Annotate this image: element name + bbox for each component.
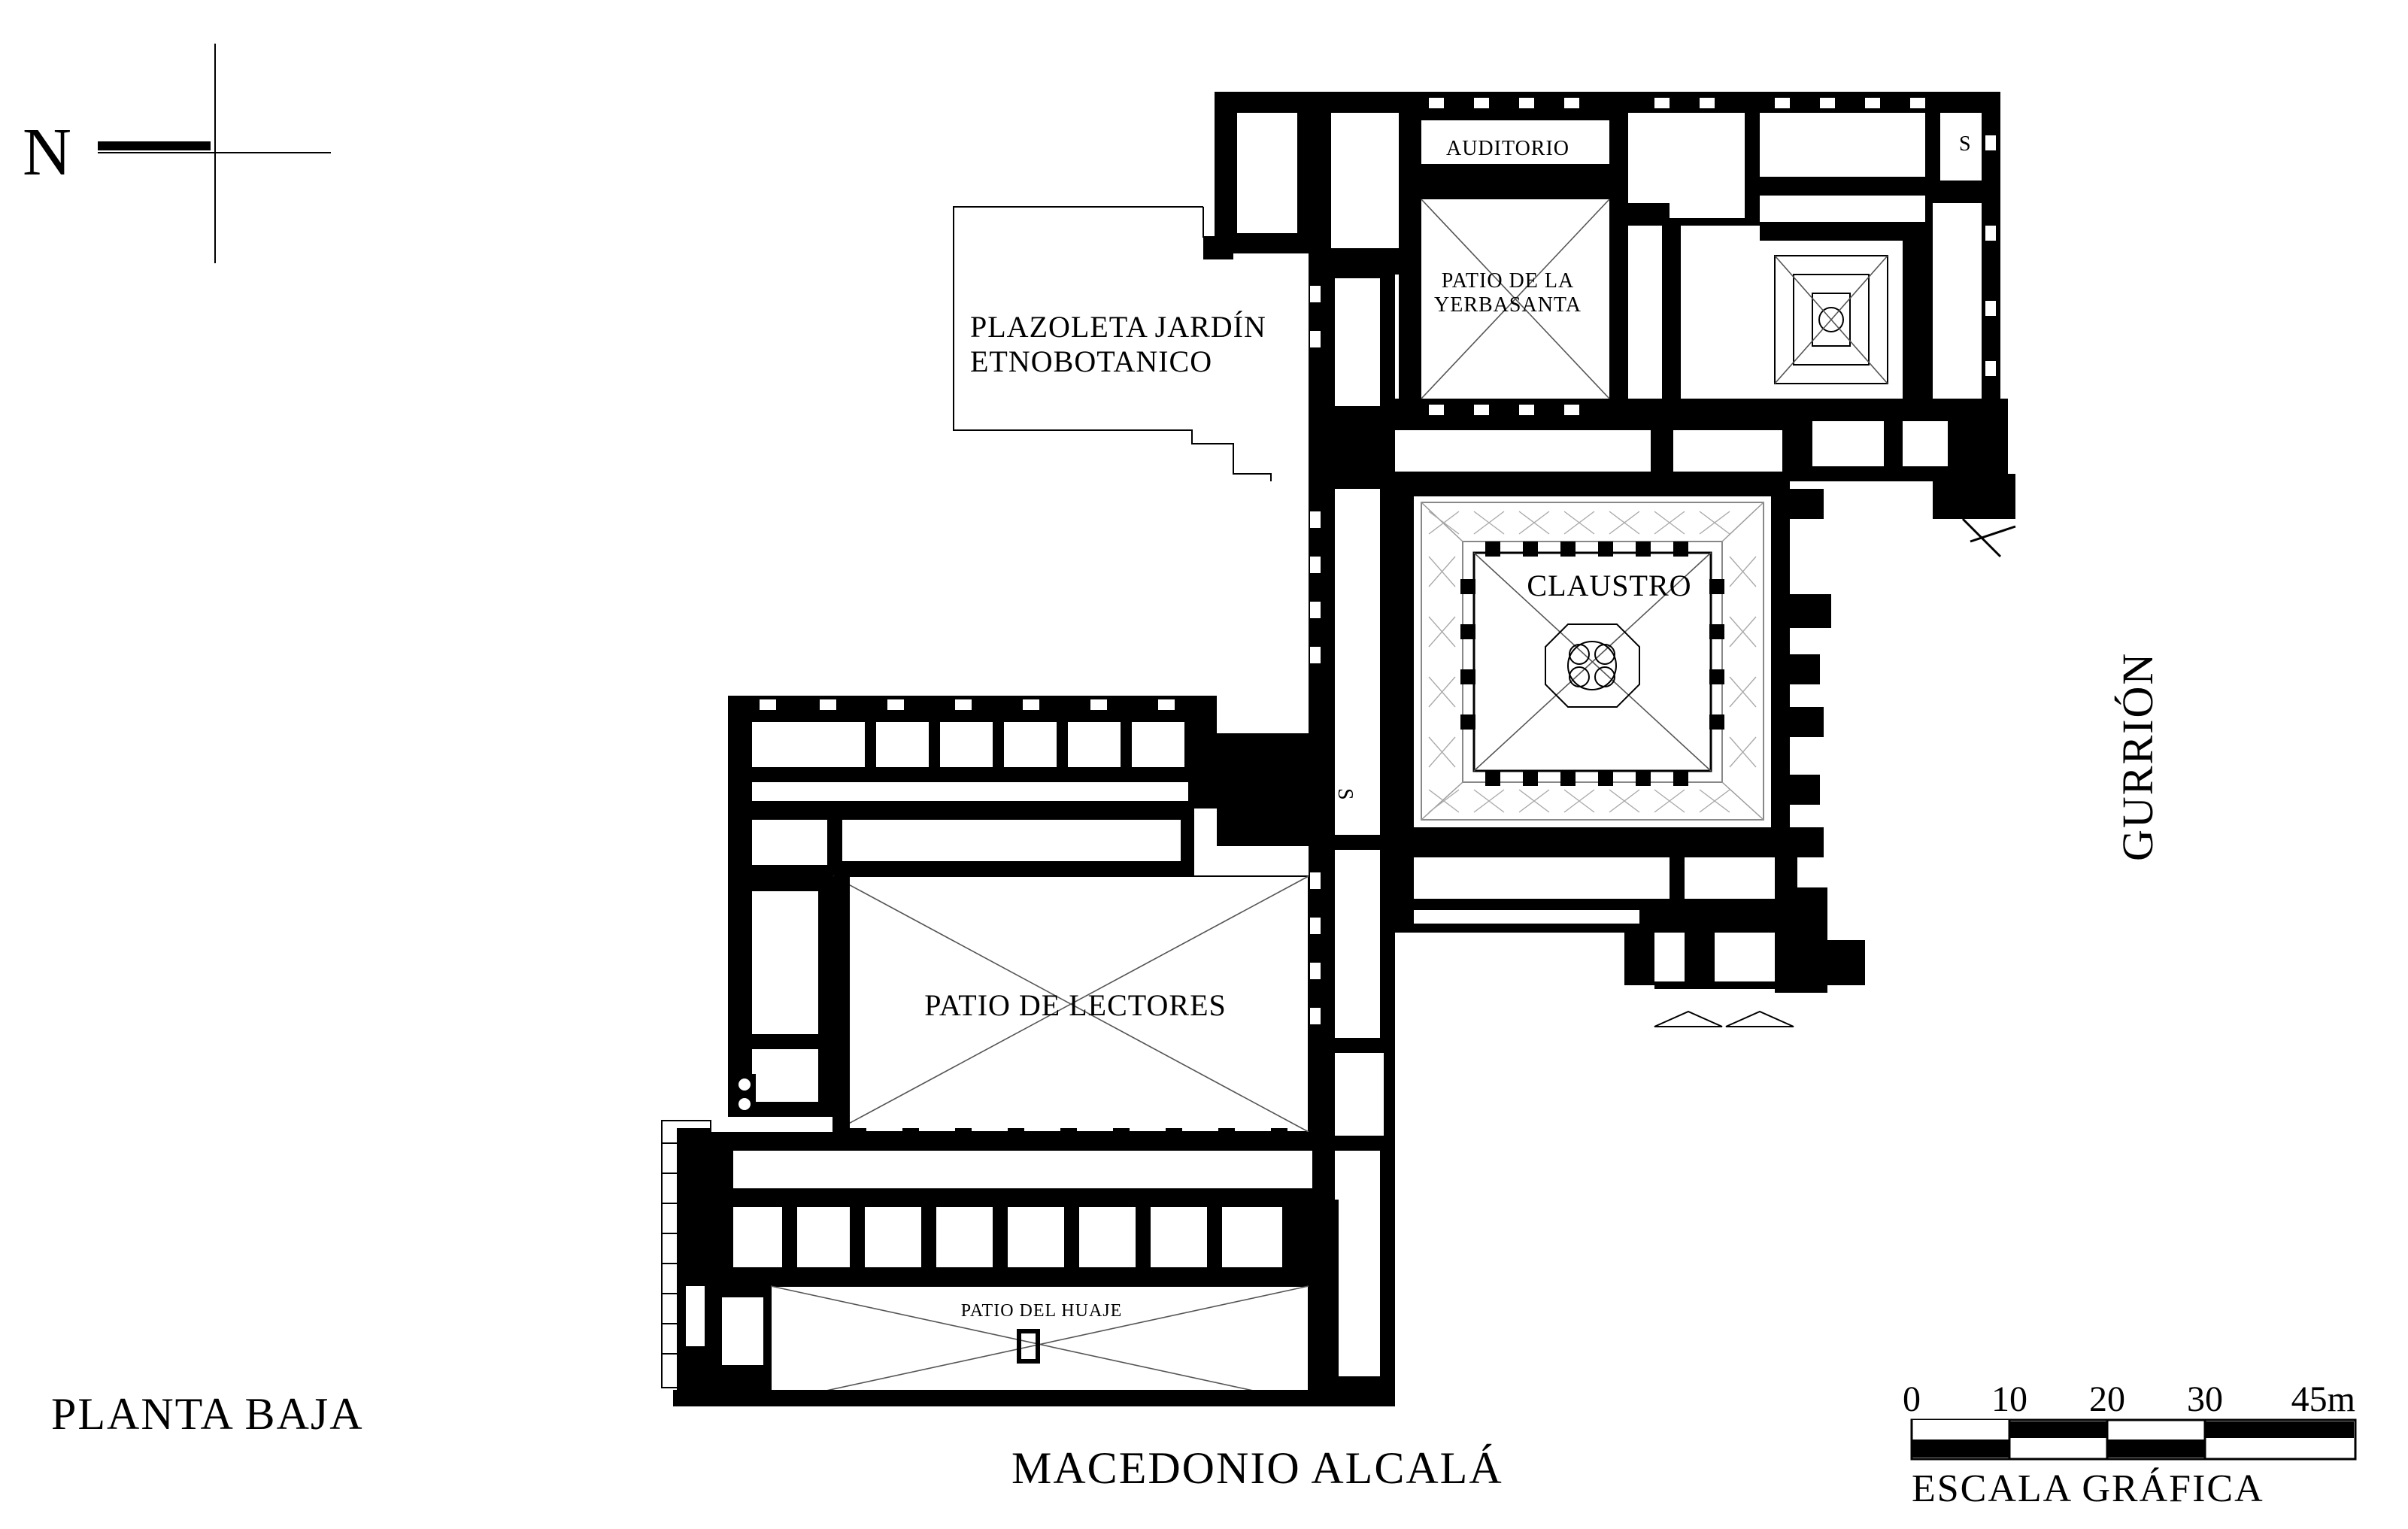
west-block xyxy=(728,696,1309,1133)
north-wing xyxy=(1203,92,1309,259)
label-patio-huaje: PATIO DEL HUAJE xyxy=(961,1301,1123,1321)
label-patio-yerbasanta-line2: YERBASANTA xyxy=(1434,293,1582,317)
label-patio-yerbasanta-line1: PATIO DE LA xyxy=(1442,269,1574,293)
south-block xyxy=(661,1120,1342,1406)
south-claustro-range xyxy=(1395,842,1865,1027)
scale-bar: 0 10 20 30 45m ESCALA GRÁFICA xyxy=(1903,1379,2357,1510)
label-street-east: GURRIÓN xyxy=(2113,652,2162,861)
claustro-block xyxy=(1395,481,1831,857)
scale-tick-10: 10 xyxy=(1991,1379,2027,1419)
north-arrow: N xyxy=(23,44,331,263)
label-plazoleta-line1: PLAZOLETA JARDÍN xyxy=(970,310,1266,344)
scale-tick-0: 0 xyxy=(1903,1379,1921,1419)
label-street-south: MACEDONIO ALCALÁ xyxy=(1011,1443,1503,1493)
label-stair-central: S xyxy=(1333,788,1357,801)
scale-tick-45m: 45m xyxy=(2291,1379,2355,1419)
label-claustro: CLAUSTRO xyxy=(1527,569,1691,602)
scale-tick-30: 30 xyxy=(2187,1379,2223,1419)
scale-title: ESCALA GRÁFICA xyxy=(1912,1467,2264,1510)
label-patio-lectores: PATIO DE LECTORES xyxy=(924,988,1227,1022)
scale-tick-20: 20 xyxy=(2089,1379,2125,1419)
northeast-block xyxy=(1309,92,2000,424)
label-planta-baja: PLANTA BAJA xyxy=(51,1389,364,1439)
label-auditorio: AUDITORIO xyxy=(1446,137,1569,160)
label-stair-north: S xyxy=(1959,132,1972,156)
label-plazoleta-line2: ETNOBOTANICO xyxy=(970,344,1212,378)
plazoleta-outline xyxy=(953,206,1272,481)
north-label: N xyxy=(23,115,71,190)
